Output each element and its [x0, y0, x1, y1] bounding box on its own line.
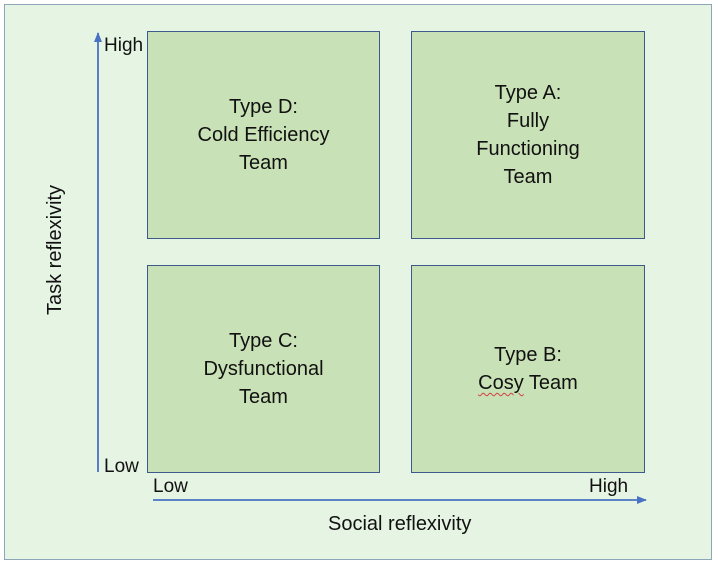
quadrant-type-d-line-3: Team	[239, 152, 288, 174]
quadrant-type-a-line-2: Fully	[506, 110, 550, 132]
quadrant-type-b-line-2: Cosy Team	[478, 372, 578, 394]
quadrant-type-c-line-2: Dysfunctional	[203, 358, 324, 380]
y-axis-title: Task reflexivity	[44, 184, 66, 316]
y-axis-low-label: Low	[104, 456, 139, 477]
x-axis-high-label: High	[589, 476, 629, 497]
quadrant-type-c: Type C: Dysfunctional Team	[147, 265, 380, 473]
quadrant-type-a-line-3: Functioning	[476, 138, 580, 160]
quadrant-type-a: Type A: Fully Functioning Team	[411, 31, 645, 239]
y-axis-high-label: High	[104, 35, 144, 56]
quadrant-type-b-line-1: Type B:	[494, 344, 562, 366]
quadrant-type-d-line-1: Type D:	[229, 96, 298, 118]
quadrant-type-c-line-1: Type C:	[229, 330, 298, 352]
quadrant-type-c-line-3: Team	[239, 386, 288, 408]
x-axis-title: Social reflexivity	[328, 513, 472, 535]
quadrant-type-d-line-2: Cold Efficiency	[197, 124, 330, 146]
quadrant-type-a-line-1: Type A:	[494, 82, 562, 104]
quadrant-type-a-line-4: Team	[503, 166, 553, 188]
quadrant-type-b: Type B: Cosy Team	[411, 265, 645, 473]
quadrant-type-d: Type D: Cold Efficiency Team	[147, 31, 380, 239]
x-axis-low-label: Low	[153, 476, 188, 497]
spellcheck-underlined-word: Cosy	[478, 372, 524, 394]
